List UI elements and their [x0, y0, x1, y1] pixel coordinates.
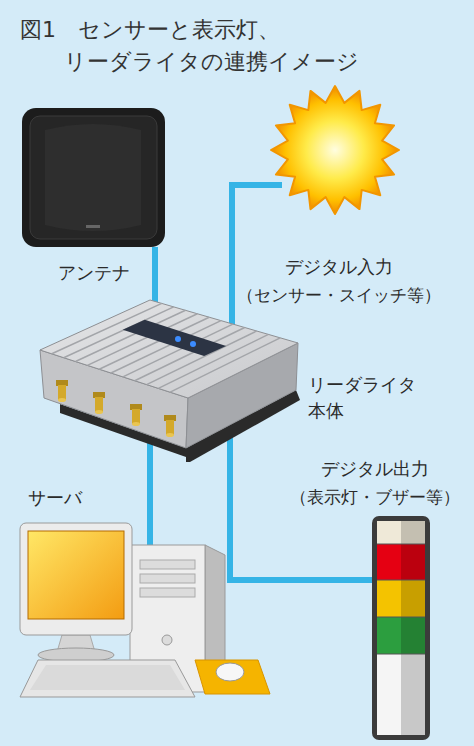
label-group: デジタル出力（表示灯・ブザー等） — [290, 455, 460, 511]
sensor-sun-picture — [271, 86, 399, 214]
cable-line — [230, 434, 373, 580]
server-pc-picture — [20, 523, 270, 697]
reader-node: リーダライタ 本体 — [38, 298, 300, 474]
label-group: アンテナ — [58, 259, 130, 288]
node-label: サーバ — [28, 484, 82, 513]
server-node: サーバ — [18, 515, 275, 700]
node-label: デジタル出力 — [290, 455, 460, 484]
digital-output-node: デジタル出力（表示灯・ブザー等） — [370, 515, 432, 742]
reader-device-picture — [40, 300, 300, 462]
cable-line — [232, 185, 282, 334]
node-label: アンテナ — [58, 259, 130, 288]
label-group: リーダライタ 本体 — [308, 372, 420, 424]
digital-input-node: デジタル入力（センサー・スイッチ等） — [270, 85, 400, 215]
label-group: デジタル入力（センサー・スイッチ等） — [237, 253, 441, 309]
node-sublabel: （センサー・スイッチ等） — [237, 282, 441, 309]
antenna-picture — [22, 108, 165, 247]
node-label: デジタル入力 — [237, 253, 441, 282]
node-label: リーダライタ 本体 — [308, 372, 420, 424]
stack-light-picture — [372, 516, 430, 740]
label-group: サーバ — [28, 484, 82, 513]
node-sublabel: （表示灯・ブザー等） — [290, 484, 460, 511]
antenna-node: アンテナ — [22, 108, 165, 247]
figure-title: 図1 センサーと表示灯、 リーダライタの連携イメージ — [20, 14, 460, 78]
cable-line — [147, 439, 153, 547]
